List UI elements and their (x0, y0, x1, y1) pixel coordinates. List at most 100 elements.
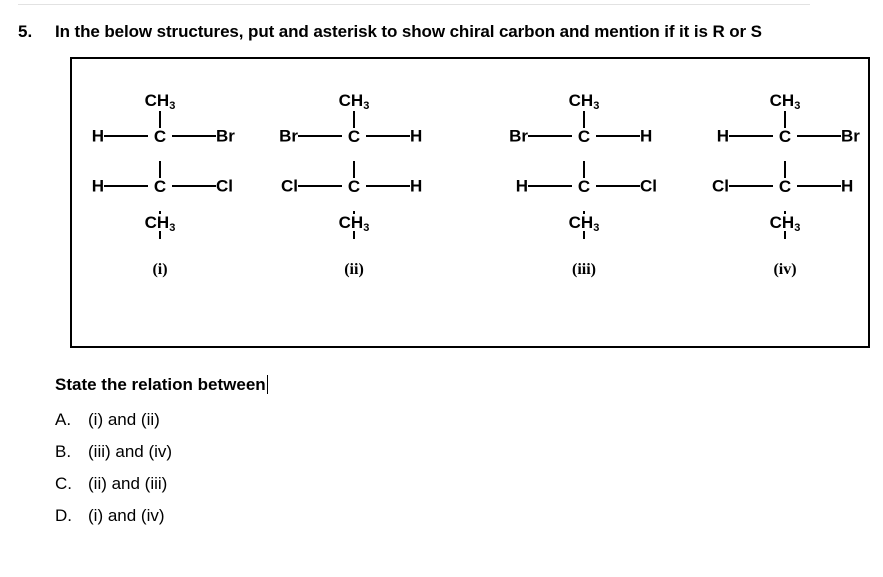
answer-option-c-key: C. (55, 474, 72, 493)
answer-option-b-text: (iii) and (iv) (88, 442, 173, 461)
structure-iii-c2-bond-right (596, 185, 640, 187)
structure-iii-bond-middle (583, 161, 585, 189)
structure-iv-c1-bond-left (729, 135, 773, 137)
structure-i-c2-right-substituent: Cl (216, 176, 233, 196)
structure-i-bottom-group: CH3 (141, 213, 179, 233)
answer-option-d-key: D. (55, 506, 72, 525)
structure-ii-c2-right-substituent: H (410, 176, 423, 196)
structure-iii-top-group-row: CH3 (484, 89, 684, 111)
structure-iii-bottom-group-row: CH3 (484, 211, 684, 233)
structure-i-bottom-group-row: CH3 (60, 211, 260, 233)
structure-i-c2-carbon: C (150, 177, 170, 195)
structure-iv-c2-bond-right (797, 185, 841, 187)
answer-option-a-key: A. (55, 410, 72, 429)
structure-i-bond-top (159, 111, 161, 139)
answers-section: State the relation between A. (i) and (i… (55, 375, 455, 532)
structure-iv-c1-left-substituent: H (716, 126, 729, 146)
structure-iii-bond-top (583, 111, 585, 139)
answer-option-d[interactable]: D. (i) and (iv) (55, 500, 455, 532)
answer-option-b[interactable]: B. (iii) and (iv) (55, 436, 455, 468)
structure-iii-c1-bond-right (596, 135, 640, 137)
structure-iii-c2-bond-left (528, 185, 572, 187)
answer-prompt-text: State the relation between (55, 375, 266, 394)
structure-i-bond-middle (159, 161, 161, 189)
answer-options-list: A. (i) and (ii) B. (iii) and (iv) C. (ii… (55, 404, 455, 532)
structure-ii-c1-left-substituent: Br (279, 126, 298, 146)
structure-iii-top-group: CH3 (565, 91, 603, 111)
structure-i: CH3 H C Br H C Cl CH3 (i) (60, 89, 260, 279)
structure-iii-c2-left-substituent: H (515, 176, 528, 196)
structure-ii-c2-bond-left (298, 185, 342, 187)
structure-ii-bond-middle (353, 161, 355, 189)
structure-i-c1-bond-left (104, 135, 148, 137)
structure-ii-c1-carbon: C (344, 127, 364, 145)
structure-iii-c1-left-substituent: Br (509, 126, 528, 146)
structure-ii-c2-left-substituent: Cl (281, 176, 298, 196)
structure-iv-c2-carbon: C (775, 177, 795, 195)
structure-ii-c2-bond-right (366, 185, 410, 187)
structure-iv-carbon2-row: Cl C H (685, 161, 883, 211)
structure-ii-c1-bond-right (366, 135, 410, 137)
structure-iii-carbon1-row: Br C H (484, 111, 684, 161)
structure-iv-top-group: CH3 (766, 91, 804, 111)
structure-i-c1-right-substituent: Br (216, 126, 235, 146)
structure-iv: CH3 H C Br Cl C H CH3 (iv) (685, 89, 883, 279)
question-text: In the below structures, put and asteris… (55, 22, 762, 41)
structure-iv-bond-top (784, 111, 786, 139)
structure-i-carbon1-row: H C Br (60, 111, 260, 161)
structure-i-c2-bond-right (172, 185, 216, 187)
answer-option-c-text: (ii) and (iii) (88, 474, 168, 493)
structure-iv-top-group-row: CH3 (685, 89, 883, 111)
structure-ii-carbon2-row: Cl C H (254, 161, 454, 211)
structure-i-top-group-row: CH3 (60, 89, 260, 111)
structure-i-carbon2-row: H C Cl (60, 161, 260, 211)
structure-iv-c2-right-substituent: H (841, 176, 854, 196)
structure-ii-c1-bond-left (298, 135, 342, 137)
structure-ii-bond-top (353, 111, 355, 139)
structure-iv-c1-carbon: C (775, 127, 795, 145)
answer-option-c[interactable]: C. (ii) and (iii) (55, 468, 455, 500)
structure-iii: CH3 Br C H H C Cl CH3 (iii) (484, 89, 684, 279)
structure-i-c1-carbon: C (150, 127, 170, 145)
structure-ii-bottom-group-row: CH3 (254, 211, 454, 233)
structure-i-c1-left-substituent: H (91, 126, 104, 146)
structure-ii-c2-carbon: C (344, 177, 364, 195)
structure-ii-top-group-row: CH3 (254, 89, 454, 111)
structure-ii-c1-right-substituent: H (410, 126, 423, 146)
structure-ii-carbon1-row: Br C H (254, 111, 454, 161)
structure-iv-c1-bond-right (797, 135, 841, 137)
structure-ii: CH3 Br C H Cl C H CH3 (ii) (254, 89, 454, 279)
answer-option-a-text: (i) and (ii) (88, 410, 160, 429)
structure-iii-c1-bond-left (528, 135, 572, 137)
structure-iii-c1-right-substituent: H (640, 126, 653, 146)
structure-iii-c2-carbon: C (574, 177, 594, 195)
structure-ii-top-group: CH3 (335, 91, 373, 111)
structure-iv-bottom-group: CH3 (766, 213, 804, 233)
answer-option-d-text: (i) and (iv) (88, 506, 165, 525)
question-number: 5. (18, 22, 33, 41)
answer-option-a[interactable]: A. (i) and (ii) (55, 404, 455, 436)
structure-i-c1-bond-right (172, 135, 216, 137)
structure-iv-c2-left-substituent: Cl (712, 176, 729, 196)
answer-prompt-row[interactable]: State the relation between (55, 375, 268, 394)
structure-i-c2-bond-left (104, 185, 148, 187)
structure-iv-c1-right-substituent: Br (841, 126, 860, 146)
structure-ii-label: (ii) (344, 261, 364, 278)
structure-iv-carbon1-row: H C Br (685, 111, 883, 161)
structure-iv-bottom-group-row: CH3 (685, 211, 883, 233)
answer-option-b-key: B. (55, 442, 72, 461)
structure-i-top-group: CH3 (141, 91, 179, 111)
page-top-rule (18, 4, 810, 5)
structure-iii-label: (iii) (572, 261, 596, 278)
structure-iii-c1-carbon: C (574, 127, 594, 145)
structure-iii-bottom-group: CH3 (565, 213, 603, 233)
structure-iii-c2-right-substituent: Cl (640, 176, 657, 196)
question-heading: 5. In the below structures, put and aste… (18, 22, 868, 42)
structure-iv-label: (iv) (773, 261, 797, 278)
structure-i-c2-left-substituent: H (91, 176, 104, 196)
structures-container: CH3 H C Br H C Cl CH3 (i) (70, 57, 870, 348)
structure-i-label: (i) (152, 261, 168, 278)
structure-iv-c2-bond-left (729, 185, 773, 187)
structure-iv-bond-middle (784, 161, 786, 189)
text-cursor (266, 375, 268, 394)
